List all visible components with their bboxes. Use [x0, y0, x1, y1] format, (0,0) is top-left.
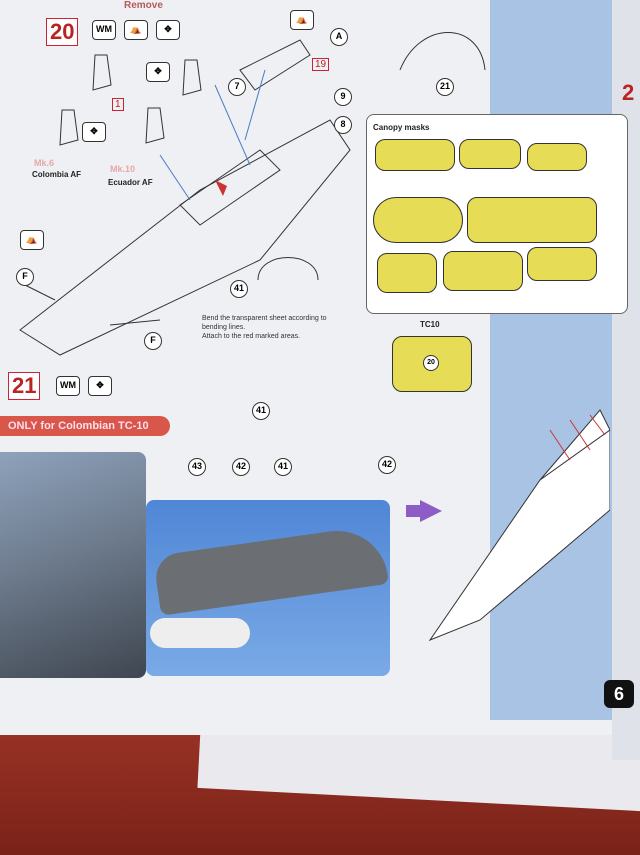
page-number: 6 [604, 680, 634, 708]
canopy-masks-title: Canopy masks [373, 123, 430, 132]
mask-shape [443, 251, 523, 291]
callout-a: A [330, 28, 348, 46]
part-ref-1: 1 [112, 98, 124, 111]
aircraft-drawing [19, 32, 486, 356]
decal-icon: ✥ [82, 122, 106, 142]
mask-shape [377, 253, 437, 293]
seat-mk10-user: Ecuador AF [108, 178, 153, 187]
callout-41: 41 [230, 280, 248, 298]
seat-icon: ⛺ [124, 20, 148, 40]
tc10-label: TC10 [420, 320, 440, 329]
callout-8: 8 [334, 116, 352, 134]
seat-mk6-user: Colombia AF [32, 170, 82, 179]
mask-shape [375, 139, 455, 171]
callout-9: 9 [334, 88, 352, 106]
tc10-drawing [428, 409, 610, 642]
wm-icon: WM [56, 376, 80, 396]
part-ref-19: 19 [312, 58, 330, 71]
decal-icon: ✥ [88, 376, 112, 396]
callout-21: 21 [436, 78, 454, 96]
mask-shape [527, 247, 597, 281]
mask-shape [459, 139, 521, 169]
canopy-masks-panel: Canopy masks [366, 114, 628, 314]
mask-shape [527, 143, 587, 171]
instruction-text: Bend the transparent sheet according to … [202, 314, 352, 341]
callout-43: 43 [188, 458, 206, 476]
callout-f: F [144, 332, 162, 350]
wm-icon: WM [92, 20, 116, 40]
tc10-part-callout: 20 [423, 355, 439, 371]
arrow-icon [420, 500, 442, 522]
instruction-page: Remove 20 WM ⛺ ✥ ⛺ ✥ ✥ ⛺ 1 19 Mk.6 Colom… [0, 0, 634, 735]
instruction-line-1: Bend the transparent sheet according to … [202, 315, 327, 331]
aircraft-photo-2 [146, 500, 390, 676]
decal-icon: ✥ [156, 20, 180, 40]
remove-text: Remove [124, 0, 163, 11]
callout-7: 7 [228, 78, 246, 96]
mask-shape [467, 197, 597, 243]
mask-shape [373, 197, 463, 243]
step-21-number: 21 [8, 372, 41, 400]
seat-icon: ⛺ [20, 230, 44, 250]
callout-41: 41 [274, 458, 292, 476]
callout-42: 42 [232, 458, 250, 476]
next-step-number: 2 [622, 80, 635, 105]
colombian-tc10-banner: ONLY for Colombian TC-10 [0, 416, 170, 436]
decal-icon: ✥ [146, 62, 170, 82]
callout-f: F [16, 268, 34, 286]
aircraft-photo-1 [0, 452, 146, 678]
tc10-mask: 20 [392, 336, 472, 392]
callout-42: 42 [378, 456, 396, 474]
seat-mk10-label: Mk.10 [110, 164, 136, 174]
instruction-line-2: Attach to the red marked areas. [202, 333, 301, 340]
seat-mk6-label: Mk.6 [34, 158, 55, 168]
drop-tank [150, 618, 250, 648]
callout-41: 41 [252, 402, 270, 420]
arrow-icon [406, 505, 422, 517]
seat-icon: ⛺ [290, 10, 314, 30]
aircraft-fuselage [152, 524, 390, 616]
step-20-number: 20 [46, 18, 79, 46]
